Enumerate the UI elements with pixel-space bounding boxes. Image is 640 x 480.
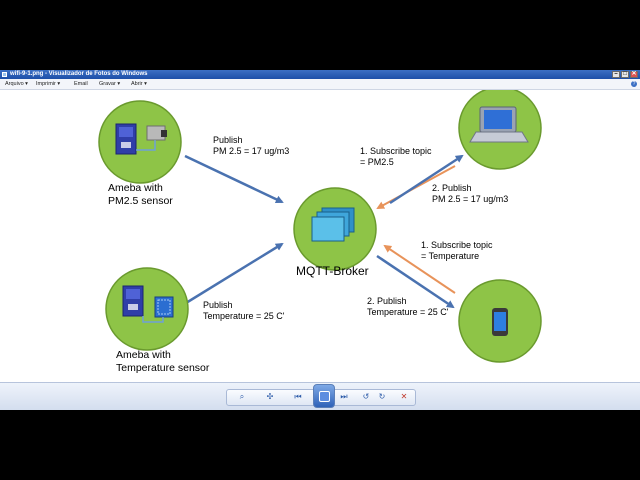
menu-abrir[interactable]: Abrir ▾ [131,81,147,87]
ameba-board-temp-icon [122,285,144,317]
menu-email[interactable]: Email [74,81,88,87]
window-title: wifi-9-1.png - Visualizador de Fotos do … [10,71,148,77]
toolbar-button-group: ⌕ ✣ ⏮ ⏭ ↺ ↻ ✕ [226,384,416,408]
zoom-icon[interactable]: ⌕ [239,392,245,401]
mqtt-diagram [98,90,542,363]
letterbox-bottom [0,410,640,480]
broker-label: MQTT-Broker [296,264,369,278]
publish-laptop-arrow [389,154,464,205]
previous-icon[interactable]: ⏮ [294,392,302,401]
temperature-sensor-icon [142,296,174,323]
ameba-pm-node [98,100,182,184]
menu-bar: Arquivo ▾ Imprimir ▾ Email Gravar ▾ Abri… [0,79,640,90]
image-area: Publish PM 2.5 = 17 ug/m3 Ameba with PM2… [0,90,640,382]
photo-viewer-window: wifi-9-1.png - Visualizador de Fotos do … [0,70,640,411]
viewer-toolbar: ⌕ ✣ ⏮ ⏭ ↺ ↻ ✕ [0,382,640,411]
rotate-left-icon[interactable]: ↺ [362,392,370,401]
actual-size-icon[interactable]: ✣ [266,392,274,401]
rotate-right-icon[interactable]: ↻ [378,392,386,401]
title-bar: wifi-9-1.png - Visualizador de Fotos do … [0,70,640,79]
slideshow-icon [319,391,330,402]
next-icon[interactable]: ⏭ [340,392,348,401]
publish-phone-label: 2. Publish Temperature = 25 C' [367,296,449,317]
publish-temp-arrow [185,242,284,305]
broker-server-icon [311,207,355,242]
menu-imprimir[interactable]: Imprimir ▾ [36,81,61,87]
ameba-pm-label: Ameba with PM2.5 sensor [108,182,173,207]
ameba-temp-label: Ameba with Temperature sensor [116,349,210,374]
subscribe-temp-label: 1. Subscribe topic = Temperature [421,240,493,261]
publish-laptop-label: 2. Publish PM 2.5 = 17 ug/m3 [432,183,509,204]
publish-pm-arrow [184,154,284,204]
publish-phone-arrow [376,254,455,309]
help-icon[interactable]: ? [631,81,637,87]
app-icon [2,72,7,77]
menu-gravar[interactable]: Gravar ▾ [99,81,121,87]
delete-icon[interactable]: ✕ [400,392,408,401]
publish-pm-label: Publish PM 2.5 = 17 ug/m3 [213,135,290,156]
slideshow-button[interactable] [313,384,335,408]
ameba-temp-node [105,267,189,351]
minimize-button[interactable]: – [612,71,620,78]
laptop-icon [469,106,529,143]
pm25-sensor-icon [136,125,167,151]
maximize-button[interactable]: □ [621,71,629,78]
menu-arquivo[interactable]: Arquivo ▾ [5,81,28,87]
subscribe-temp-arrow [383,244,456,294]
close-button[interactable]: ✕ [630,71,638,78]
subscribe-pm-label: 1. Subscribe topic = PM2.5 [360,146,432,167]
publish-temp-label: Publish Temperature = 25 C' [203,300,285,321]
phone-icon [492,308,508,336]
ameba-board-pm-icon [115,123,137,155]
